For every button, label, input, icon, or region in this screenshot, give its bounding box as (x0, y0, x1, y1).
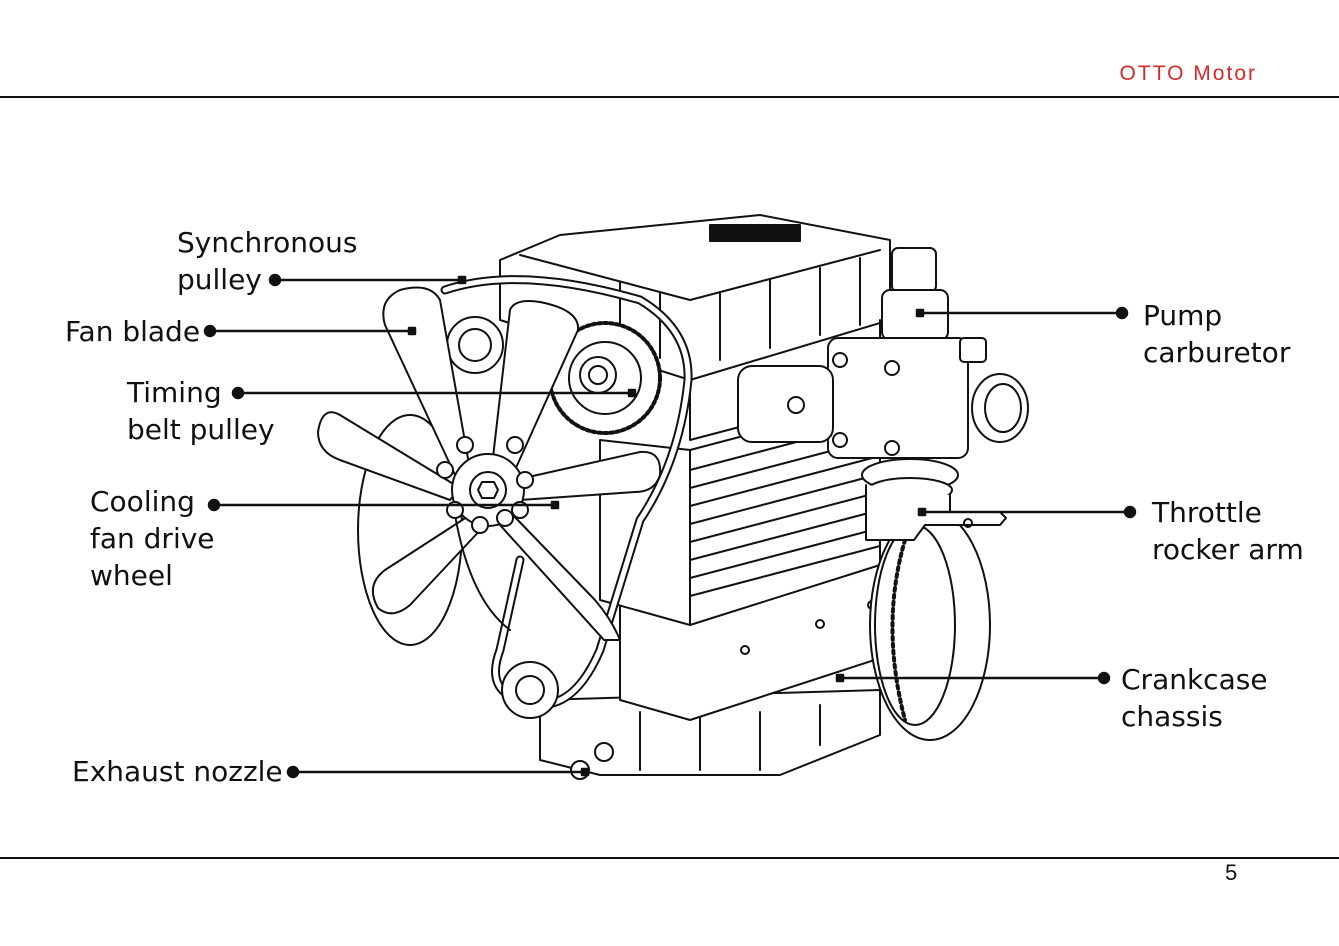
footer-divider (0, 857, 1339, 859)
label-exhaust-nozzle: Exhaust nozzle (72, 755, 283, 788)
brand-title: OTTO Motor (1119, 62, 1257, 85)
carburetor (737, 247, 1029, 541)
timing-belt (440, 275, 693, 780)
flywheel (869, 509, 991, 741)
label-throttle-rocker-arm: Throttle rocker arm (1152, 496, 1304, 566)
leader-lines (203, 273, 1137, 779)
label-fan-blade: Fan blade (65, 315, 201, 348)
page-number: 5 (1225, 860, 1238, 885)
label-crankcase-chassis: Crankcase chassis (1121, 663, 1268, 733)
label-synchronous-pulley: Synchronous pulley (177, 226, 358, 296)
label-timing-belt-pulley: Timing belt pulley (127, 376, 275, 446)
fan (317, 286, 662, 641)
header-divider (0, 96, 1339, 98)
label-pump-carburetor: Pump carburetor (1143, 299, 1291, 369)
label-cooling-fan-drive-wheel: Cooling fan drive wheel (90, 485, 215, 592)
